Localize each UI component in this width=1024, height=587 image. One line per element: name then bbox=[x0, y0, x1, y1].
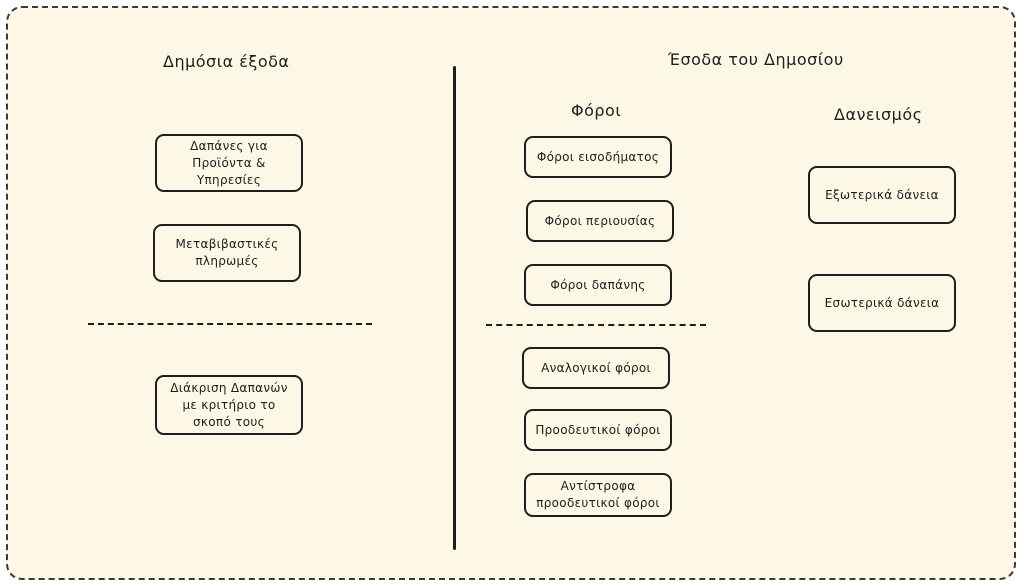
spending-dashed-divider bbox=[88, 323, 372, 325]
node-external-loans[interactable]: Εξωτερικά δάνεια bbox=[808, 166, 956, 224]
node-internal-loans[interactable]: Εσωτερικά δάνεια bbox=[808, 274, 956, 332]
node-progressive-tax[interactable]: Προοδευτικοί φόροι bbox=[524, 409, 672, 451]
node-spending-by-purpose[interactable]: Διάκριση Δαπανών με κριτήριο το σκοπό το… bbox=[155, 375, 303, 435]
node-proportional-tax[interactable]: Αναλογικοί φόροι bbox=[522, 347, 670, 389]
heading-public-spending: Δημόσια έξοδα bbox=[163, 52, 290, 71]
heading-public-revenue: Έσοδα του Δημοσίου bbox=[668, 50, 844, 69]
node-income-tax[interactable]: Φόροι εισοδήματος bbox=[524, 136, 672, 178]
node-transfer-payments[interactable]: Μεταβιβαστικές πληρωμές bbox=[153, 224, 301, 282]
vertical-divider bbox=[453, 66, 456, 550]
taxes-dashed-divider bbox=[486, 324, 706, 326]
node-regressive-tax[interactable]: Αντίστροφα προοδευτικοί φόροι bbox=[524, 473, 672, 517]
node-goods-services-spending[interactable]: Δαπάνες για Προϊόντα & Υπηρεσίες bbox=[155, 134, 303, 192]
heading-borrowing: Δανεισμός bbox=[834, 105, 923, 124]
node-property-tax[interactable]: Φόροι περιουσίας bbox=[526, 200, 674, 242]
node-expenditure-tax[interactable]: Φόροι δαπάνης bbox=[524, 264, 672, 306]
heading-taxes: Φόροι bbox=[571, 101, 622, 120]
